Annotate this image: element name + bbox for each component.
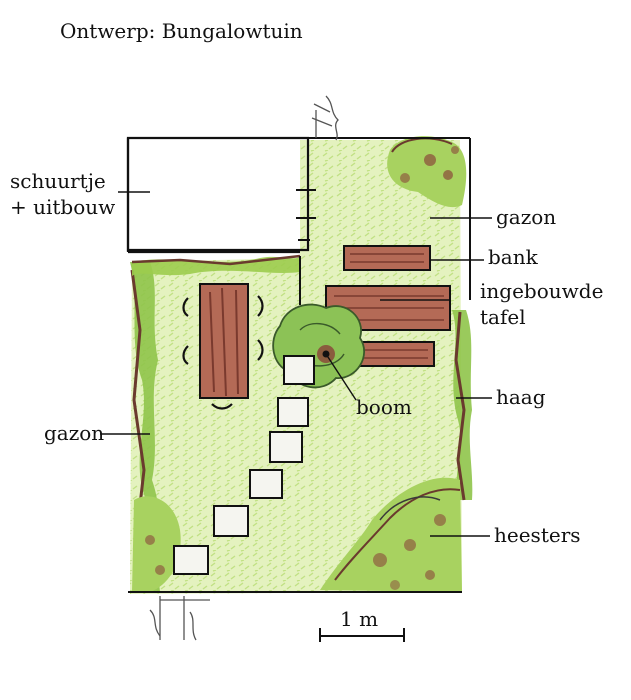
scale-bar: [319, 628, 405, 642]
label-bench: bank: [488, 245, 539, 269]
plot-boundary: [128, 137, 471, 593]
shrubs-bottom-left: [132, 496, 181, 592]
bench: [343, 245, 431, 271]
label-lawn-right: gazon: [496, 205, 556, 229]
stepping-stones: [173, 355, 315, 575]
label-shed-extension: + uitbouw: [10, 195, 115, 219]
dining-table: [199, 283, 249, 399]
shed-extension: [126, 136, 310, 254]
hedge-top: [131, 254, 301, 276]
top-entry-mark: [311, 95, 339, 141]
label-shrubs: heesters: [494, 523, 581, 547]
chairs: [182, 295, 264, 410]
label-lawn-left: gazon: [44, 421, 104, 445]
label-built-in-table-line2: tafel: [480, 305, 526, 329]
hedge-right: [452, 310, 473, 501]
label-shed: schuurtje: [10, 169, 106, 193]
label-built-in-table: ingebouwde: [480, 279, 603, 303]
leader-lines: [100, 191, 492, 537]
label-hedge: haag: [496, 385, 546, 409]
shrubs-bottom-right: [320, 477, 462, 592]
shed-door: [296, 189, 316, 241]
scale-bar-label: 1 m: [340, 607, 378, 631]
diagram-title: Ontwerp: Bungalowtuin: [60, 19, 303, 43]
bottom-entry-mark: [149, 596, 210, 641]
label-tree: boom: [356, 395, 412, 419]
shrubs-top-right: [387, 136, 467, 208]
